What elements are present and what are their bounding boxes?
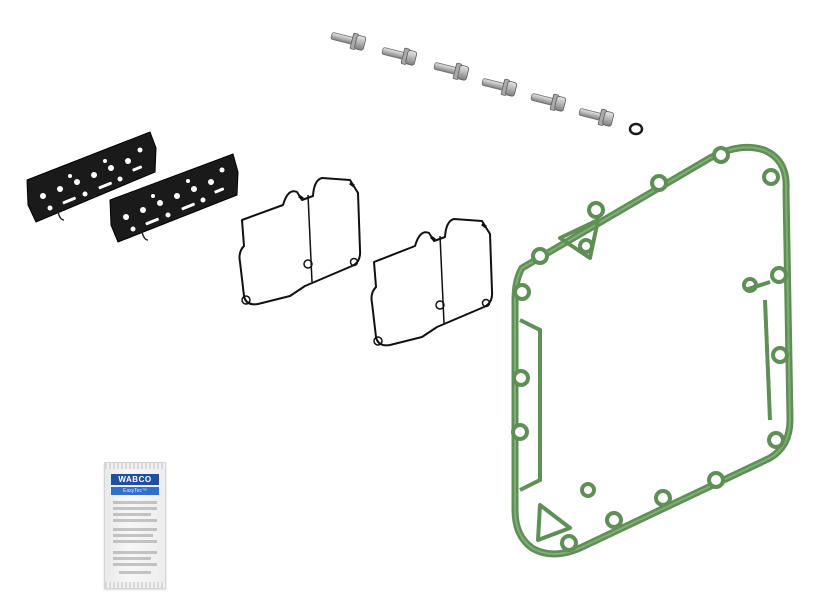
gasket-plate-icon <box>26 131 157 223</box>
sachet-fineprint <box>113 540 157 543</box>
bolt-icon <box>432 57 470 83</box>
sachet-fineprint <box>113 519 157 522</box>
sachet-fineprint <box>113 534 153 537</box>
housing-gasket-icon <box>511 143 794 558</box>
sachet-fineprint <box>113 528 157 531</box>
bolt-icon <box>529 88 567 114</box>
sachet-fineprint <box>113 501 157 504</box>
sachet-crimp <box>105 463 165 469</box>
sachet-fineprint <box>113 563 157 566</box>
sachet-fineprint <box>113 507 157 510</box>
sachet-fineprint <box>113 513 151 516</box>
bolt-icon <box>577 103 615 129</box>
sachet-fineprint <box>113 557 151 560</box>
sachet-fineprint <box>119 571 151 574</box>
o-ring-icon <box>628 122 644 136</box>
bolt-row <box>329 27 615 129</box>
sachet-product-label: EasyTec™ <box>111 487 159 495</box>
bolt-icon <box>380 42 418 68</box>
bolt-icon <box>480 73 518 99</box>
bolt-icon <box>329 27 367 53</box>
wire-gasket-icon <box>370 218 494 347</box>
sachet-brand-label: WABCO <box>111 474 159 485</box>
gasket-plate-icon <box>109 153 239 243</box>
grease-sachet-icon: WABCO EasyTec™ <box>104 462 166 589</box>
sachet-fineprint <box>113 551 157 554</box>
sachet-crimp <box>105 582 165 588</box>
wire-gasket-icon <box>238 177 362 306</box>
